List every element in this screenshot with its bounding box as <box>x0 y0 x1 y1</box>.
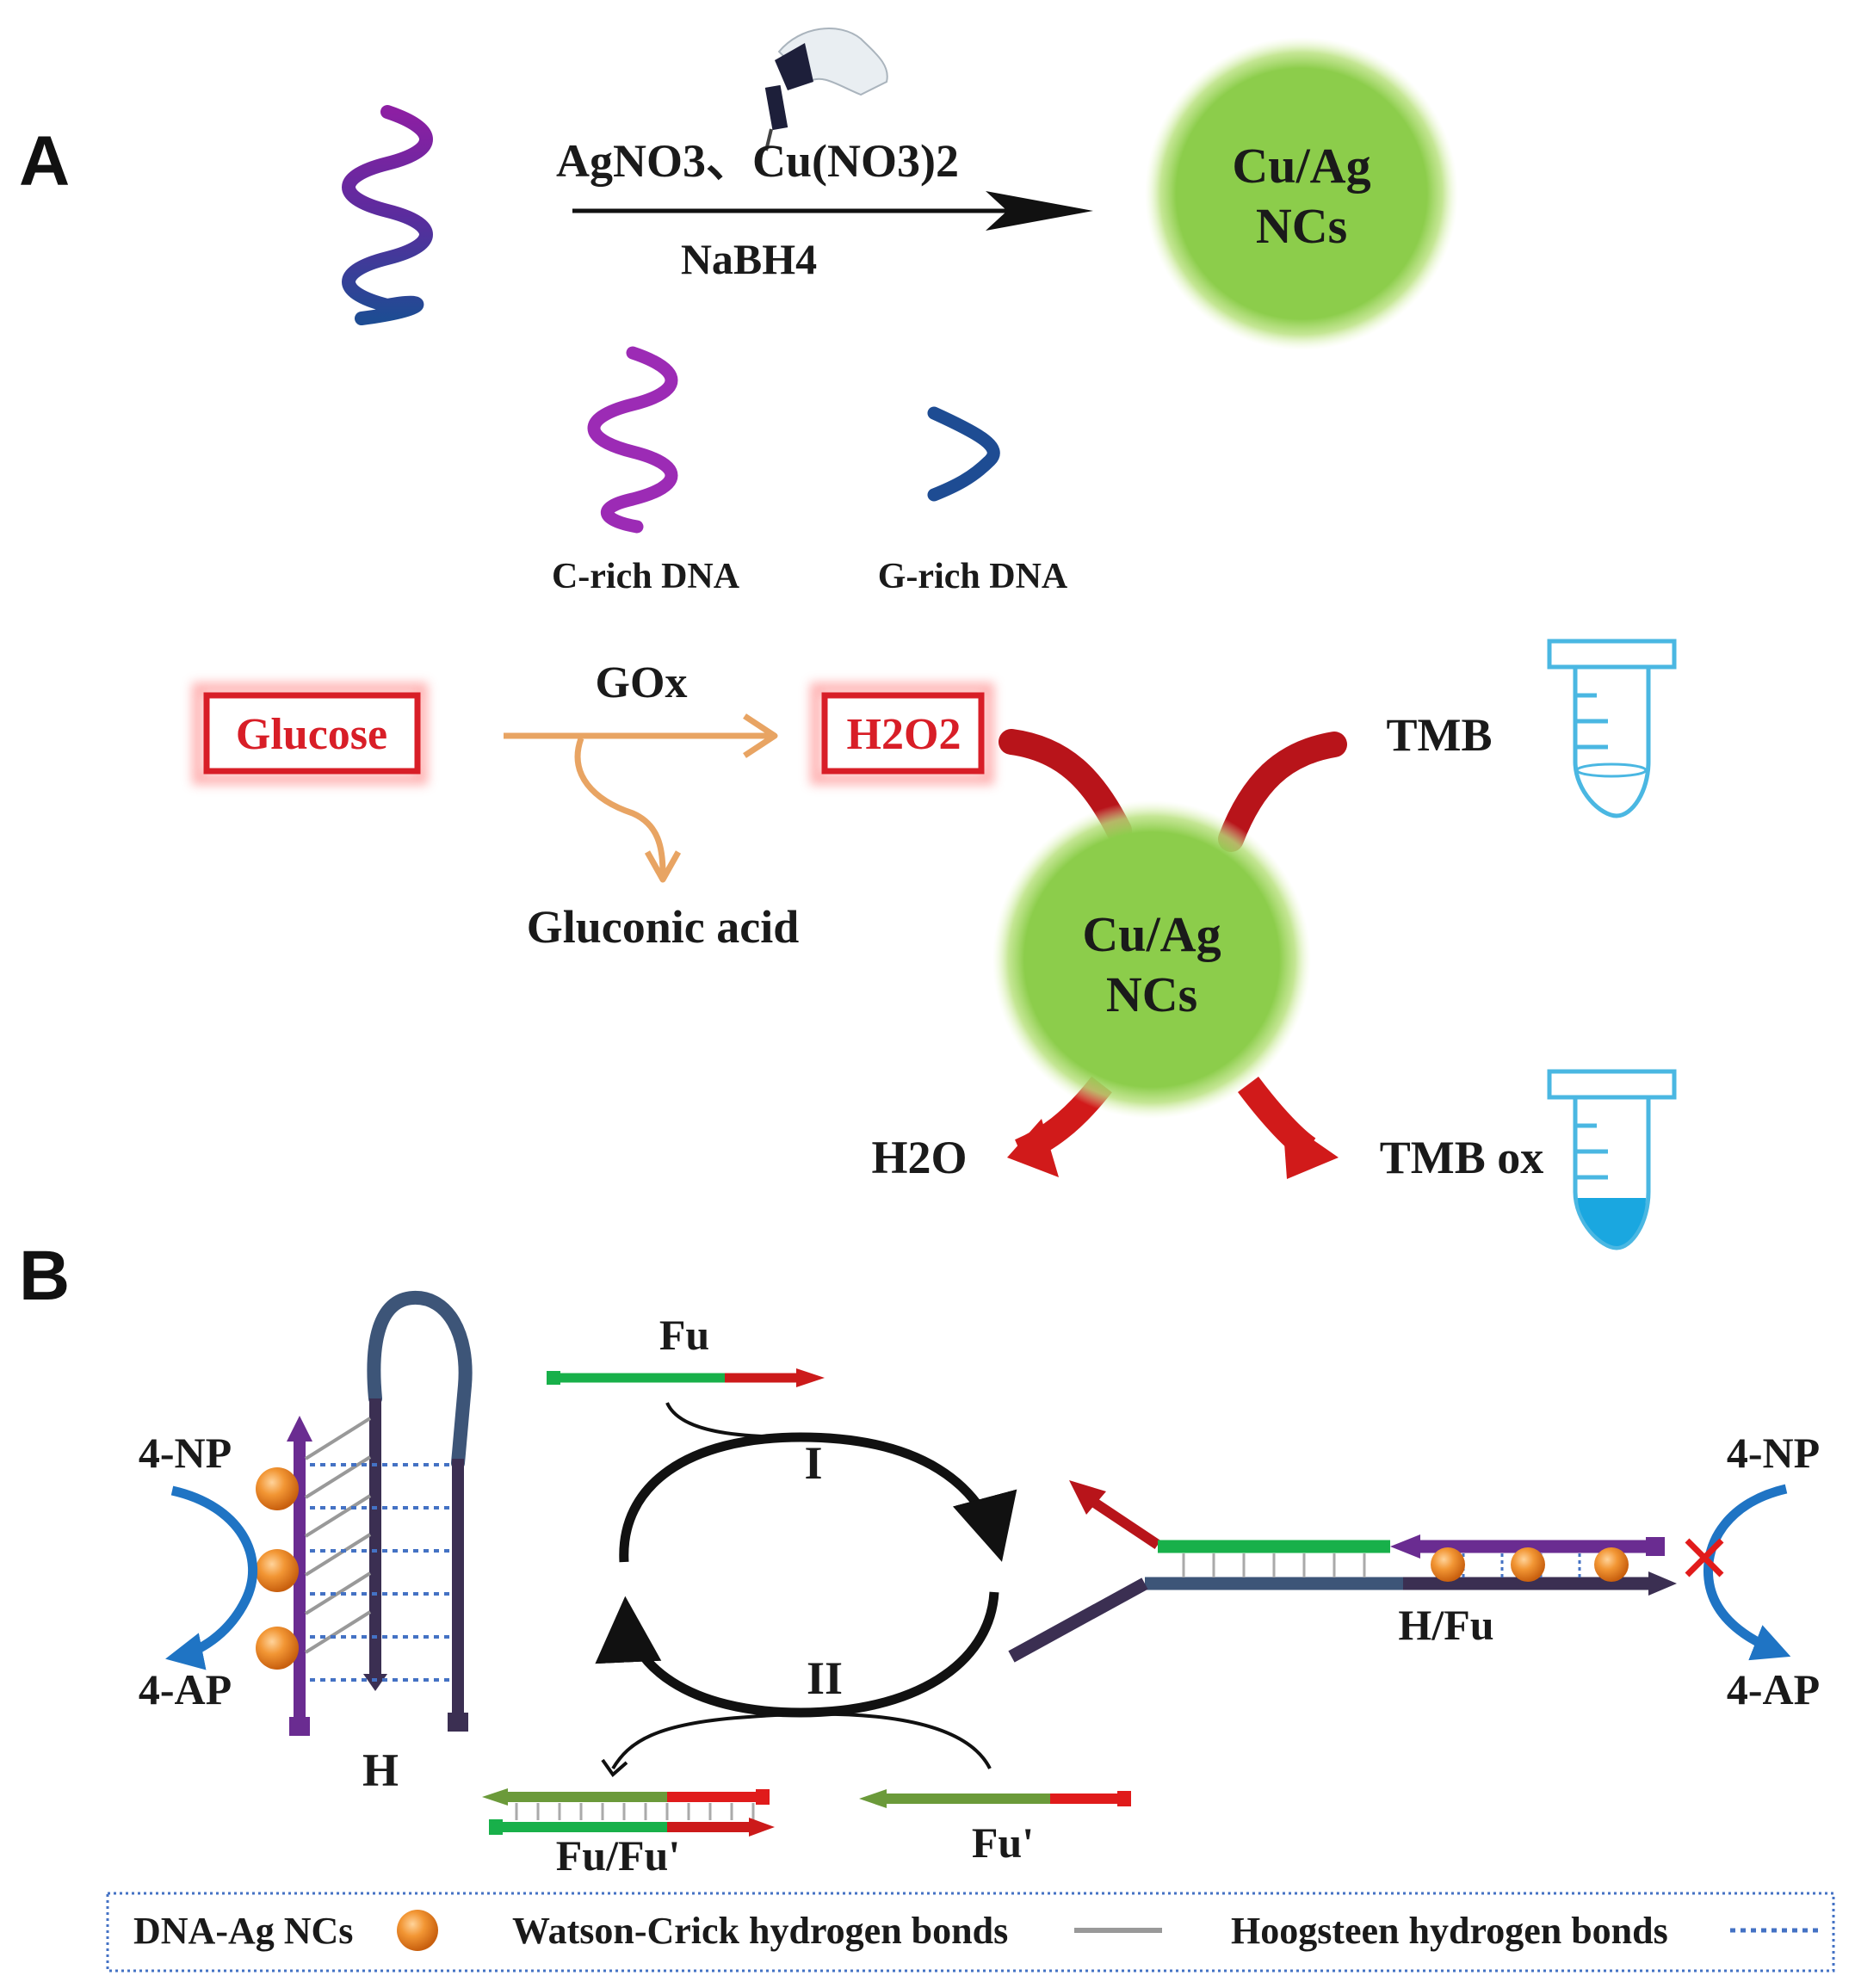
byproduct-arrowhead <box>644 850 682 883</box>
water-label: H2O <box>871 1132 967 1183</box>
reagents-bottom: NaBH4 <box>681 235 817 283</box>
fuel-prime-label: Fu' <box>972 1818 1034 1867</box>
panel-a-label: A <box>19 122 70 201</box>
synthesis-arrowhead <box>986 191 1093 231</box>
blocked-x-icon <box>1685 1538 1724 1577</box>
hairpin-label: H <box>362 1744 399 1796</box>
water-arrowhead <box>1007 1119 1059 1177</box>
fuel-label: Fu <box>659 1311 709 1359</box>
tmb-incoming-arrow <box>1218 732 1347 852</box>
h2o2-label: H2O2 <box>847 710 962 759</box>
legend-orange-ball-icon <box>397 1910 438 1951</box>
hairpin-h <box>256 1291 473 1736</box>
waste-exit-arrowhead <box>601 1758 628 1777</box>
product-label-line1: Cu/Ag <box>1232 138 1370 194</box>
legend-item-ag-ncs: DNA-Ag NCs <box>133 1910 353 1952</box>
empty-tube-icon <box>1547 639 1677 818</box>
c-rich-dna-icon <box>587 346 678 534</box>
legend-item-hoogsteen: Hoogsteen hydrogen bonds <box>1231 1910 1668 1952</box>
cu-ag-nanocluster-catalyst <box>992 800 1311 1119</box>
panel-b-label: B <box>19 1237 70 1315</box>
g-rich-dna-icon <box>927 406 1000 502</box>
gluconic-acid-label: Gluconic acid <box>527 901 800 953</box>
fuel-entry-line <box>665 1402 801 1439</box>
tmb-ox-arrowhead <box>1283 1119 1339 1179</box>
cycle-arrow-top <box>619 1432 1017 1563</box>
dna-template-icon <box>342 105 433 325</box>
substrate-right-label: 4-NP <box>1727 1429 1820 1477</box>
legend-item-watson-crick: Watson-Crick hydrogen bonds <box>512 1910 1008 1952</box>
waste-exit-line <box>611 1712 992 1770</box>
glucose-box <box>192 682 428 785</box>
step-2-label: II <box>807 1652 843 1704</box>
substrate-left-label: 4-NP <box>139 1429 232 1477</box>
complex-label: H/Fu <box>1398 1601 1493 1649</box>
catalyst-label-line1: Cu/Ag <box>1082 906 1221 962</box>
h2o2-box <box>810 682 994 785</box>
glucose-label: Glucose <box>236 710 387 759</box>
c-rich-dna-label: C-rich DNA <box>552 557 740 596</box>
waste-label: Fu/Fu' <box>556 1831 680 1880</box>
fuel-strand <box>547 1368 825 1387</box>
step-1-label: I <box>804 1437 822 1489</box>
hfu-complex <box>1008 1480 1677 1663</box>
tmb-ox-label: TMB ox <box>1380 1132 1544 1183</box>
byproduct-arrow <box>574 737 666 874</box>
tmb-label: TMB <box>1386 709 1492 761</box>
product-label-line2: NCs <box>1256 198 1347 254</box>
product-right-label: 4-AP <box>1727 1665 1820 1713</box>
catalysis-arrow-right <box>1703 1484 1791 1661</box>
fu-fu-prime-duplex <box>482 1788 775 1837</box>
pipette-icon <box>764 28 888 151</box>
reagents-top: AgNO3、Cu(NO3)2 <box>556 135 959 187</box>
product-left-label: 4-AP <box>139 1665 232 1713</box>
legend-box <box>106 1892 1835 1973</box>
blue-tube-icon <box>1547 1069 1677 1250</box>
catalysis-arrow-left <box>165 1485 257 1670</box>
g-rich-dna-label: G-rich DNA <box>878 557 1068 596</box>
gox-arrowhead <box>743 713 778 758</box>
gox-label: GOx <box>596 658 688 707</box>
catalyst-label-line2: NCs <box>1106 966 1197 1022</box>
cu-ag-nanocluster-product <box>1145 37 1458 350</box>
fuel-prime-strand <box>859 1789 1131 1808</box>
